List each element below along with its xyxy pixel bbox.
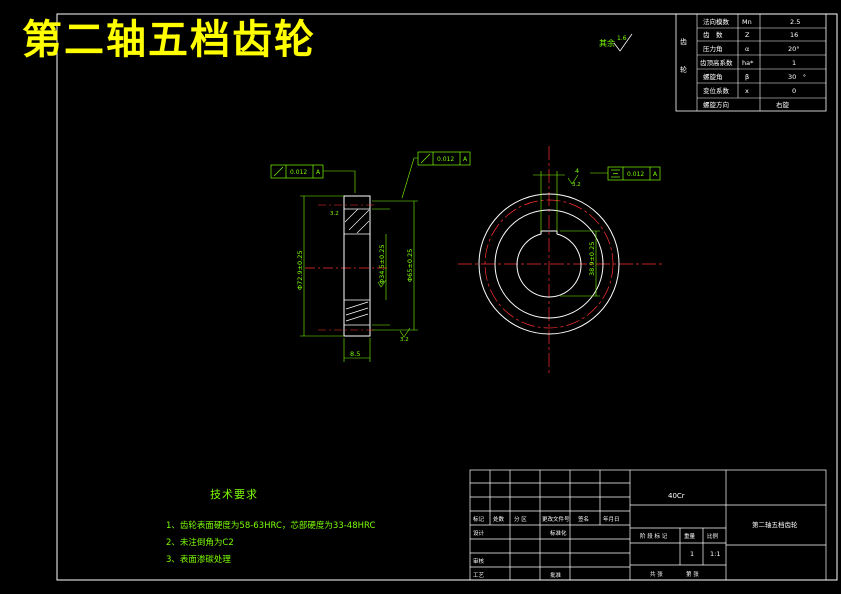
roughness-bottom-value: 3.2: [400, 337, 409, 343]
tb-mid-label: 批准: [550, 571, 562, 579]
dim-key-depth: 38.9±0.25: [588, 242, 596, 276]
tolerance-right-datum: A: [653, 171, 658, 178]
dim-tip-diameter: Φ72.9±0.25: [296, 250, 304, 290]
drawing-border: [56, 13, 838, 581]
tb-header-cell: 处数: [493, 515, 505, 523]
tb-sheet-label: 共 张: [650, 570, 663, 578]
param-symbol: β: [745, 73, 749, 81]
tb-right-label: 重量: [684, 532, 696, 540]
param-symbol: ha*: [742, 59, 754, 67]
roughness-symbol-icon: [613, 33, 633, 52]
tb-header-cell: 更改文件号: [542, 515, 570, 523]
tb-sheet-label: 第 张: [686, 570, 699, 578]
roughness-note: 其余 1.6: [599, 33, 633, 52]
gear-side-view: Φ72.9±0.25 Φ34.5±0.25 Φ65±0.25 8.5 3.2 3…: [270, 151, 471, 362]
tb-row-label: 审核: [473, 557, 485, 565]
gear-front-view: 4 38.9±0.25 3.2 0.012 A: [458, 146, 662, 376]
roughness-face-value: 3.2: [330, 211, 339, 217]
tolerance-right-value: 0.012: [627, 171, 644, 178]
params-side-label-2: 轮: [680, 65, 687, 74]
symmetry-icon: [611, 169, 620, 178]
roughness-symbol-icon: [399, 327, 411, 338]
param-name: 螺旋方向: [703, 100, 729, 109]
tb-right-label: 比例: [707, 532, 719, 540]
tb-row-label: 工艺: [473, 572, 485, 579]
tb-header-cell: 标记: [473, 515, 485, 523]
bore-keyway: [516, 230, 582, 298]
dim-bore-diameter: Φ34.5±0.25: [378, 244, 386, 284]
part-name-value: 第二轴五档齿轮: [752, 520, 798, 529]
tb-header-cell: 分 区: [514, 515, 527, 523]
title-block: [469, 469, 827, 581]
param-name: 齿顶高系数: [700, 58, 733, 67]
roughness-note-value: 1.6: [617, 35, 627, 42]
roughness-note-label: 其余: [599, 38, 615, 48]
tolerance-frame-right: 0.012 A: [590, 166, 661, 181]
tech-requirement-item: 3、表面渗碳处理: [166, 555, 231, 565]
runout-icon: [420, 153, 431, 164]
material-value: 40Cr: [668, 492, 685, 500]
tolerance-left-value: 0.012: [290, 169, 307, 176]
tb-mid-label: 标准化: [550, 529, 567, 537]
param-value: 16: [790, 31, 798, 39]
param-symbol: Mn: [742, 18, 752, 26]
tech-requirement-item: 1、齿轮表面硬度为58-63HRC，芯部硬度为33-48HRC: [166, 521, 376, 531]
params-table: 齿 轮 法向模数 Mn 2.5 齿 数 Z 16 压力角 α 20° 齿顶高系数…: [675, 13, 827, 112]
tb-scale-value: 1:1: [710, 550, 720, 558]
dim-face-width: 8.5: [350, 350, 360, 358]
tech-requirements-title: 技术要求: [210, 488, 258, 501]
param-symbol: x: [745, 87, 749, 95]
dim-keyway-width: 4: [575, 167, 579, 175]
param-value: 2.5: [790, 18, 800, 26]
param-value: 1: [792, 59, 796, 67]
roughness-symbol-icon: [567, 174, 579, 185]
title-block-text: 40Cr 第二轴五档齿轮 标记 处数 分 区 更改文件号 签名 年月日 设计 审…: [473, 492, 798, 579]
tech-requirement-item: 2、未注倒角为C2: [166, 538, 234, 548]
tb-header-cell: 年月日: [603, 515, 620, 523]
tb-header-cell: 签名: [578, 515, 589, 523]
tolerance-frame-mid: 0.012 A: [401, 151, 471, 199]
roughness-symbol-icon: [377, 279, 387, 288]
param-symbol: Z: [745, 31, 750, 39]
param-value: 0: [792, 87, 796, 95]
param-name: 法向模数: [703, 17, 730, 26]
runout-icon: [273, 166, 284, 177]
param-value: 右旋: [776, 100, 790, 109]
params-side-label-1: 齿: [680, 38, 687, 46]
param-name: 齿 数: [703, 30, 723, 39]
param-value: 30 °: [788, 73, 806, 81]
drawing-title: 第二轴五档齿轮: [22, 17, 316, 63]
tolerance-mid-value: 0.012: [437, 156, 454, 163]
tb-qty-value: 1: [690, 550, 694, 558]
tolerance-frame-left: 0.012 A: [270, 164, 356, 193]
param-value: 20°: [788, 45, 800, 53]
dim-width-diameter: Φ65±0.25: [406, 249, 414, 282]
roughness-bore-value: 3.2: [572, 182, 581, 188]
param-name: 变位系数: [703, 86, 730, 95]
param-symbol: α: [745, 45, 749, 53]
param-name: 螺旋角: [703, 72, 723, 81]
param-name: 压力角: [703, 44, 723, 53]
tolerance-mid-datum: A: [463, 156, 468, 163]
tb-right-label: 阶 段 标 记: [640, 532, 668, 540]
tolerance-left-datum: A: [316, 169, 321, 176]
tb-row-label: 设计: [473, 529, 485, 537]
